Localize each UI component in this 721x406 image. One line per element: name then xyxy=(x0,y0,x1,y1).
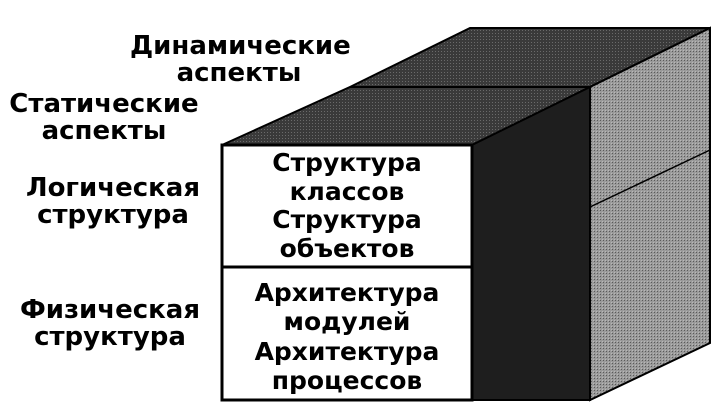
label-dynamic-line2: аспекты xyxy=(176,58,302,88)
label-dynamic-aspects: Динамические аспекты xyxy=(130,31,351,88)
cell-module-line2: модулей xyxy=(283,307,411,336)
cell-module-line1: Архитектура xyxy=(254,278,440,307)
cell-class-structure: Структура классов xyxy=(222,148,472,206)
label-static-aspects: Статические аспекты xyxy=(4,91,204,145)
cell-object-line2: объектов xyxy=(279,234,415,263)
label-physical-line2: структура xyxy=(34,322,186,352)
label-logical-line2: структура xyxy=(37,200,189,230)
cell-process-line2: процессов xyxy=(271,366,423,395)
cell-process-line1: Архитектура xyxy=(254,337,440,366)
label-logical-line1: Логическая xyxy=(25,173,201,203)
cell-process-architecture: Архитектура процессов xyxy=(222,337,472,395)
dynamic-side-face xyxy=(589,26,711,402)
label-physical-structure: Физическая структура xyxy=(14,297,206,351)
cell-class-line1: Структура xyxy=(272,148,422,177)
cell-object-structure: Структура объектов xyxy=(222,205,472,263)
cell-module-architecture: Архитектура модулей xyxy=(222,278,472,336)
label-static-line2: аспекты xyxy=(41,116,167,146)
cell-object-line1: Структура xyxy=(272,205,422,234)
label-physical-line1: Физическая xyxy=(19,295,201,325)
side-divider-line xyxy=(589,149,711,208)
cell-class-line2: классов xyxy=(289,177,405,206)
label-logical-structure: Логическая структура xyxy=(18,175,208,229)
label-static-line1: Статические xyxy=(9,89,199,119)
front-face xyxy=(220,143,474,402)
label-dynamic-line1: Динамические xyxy=(130,31,351,61)
